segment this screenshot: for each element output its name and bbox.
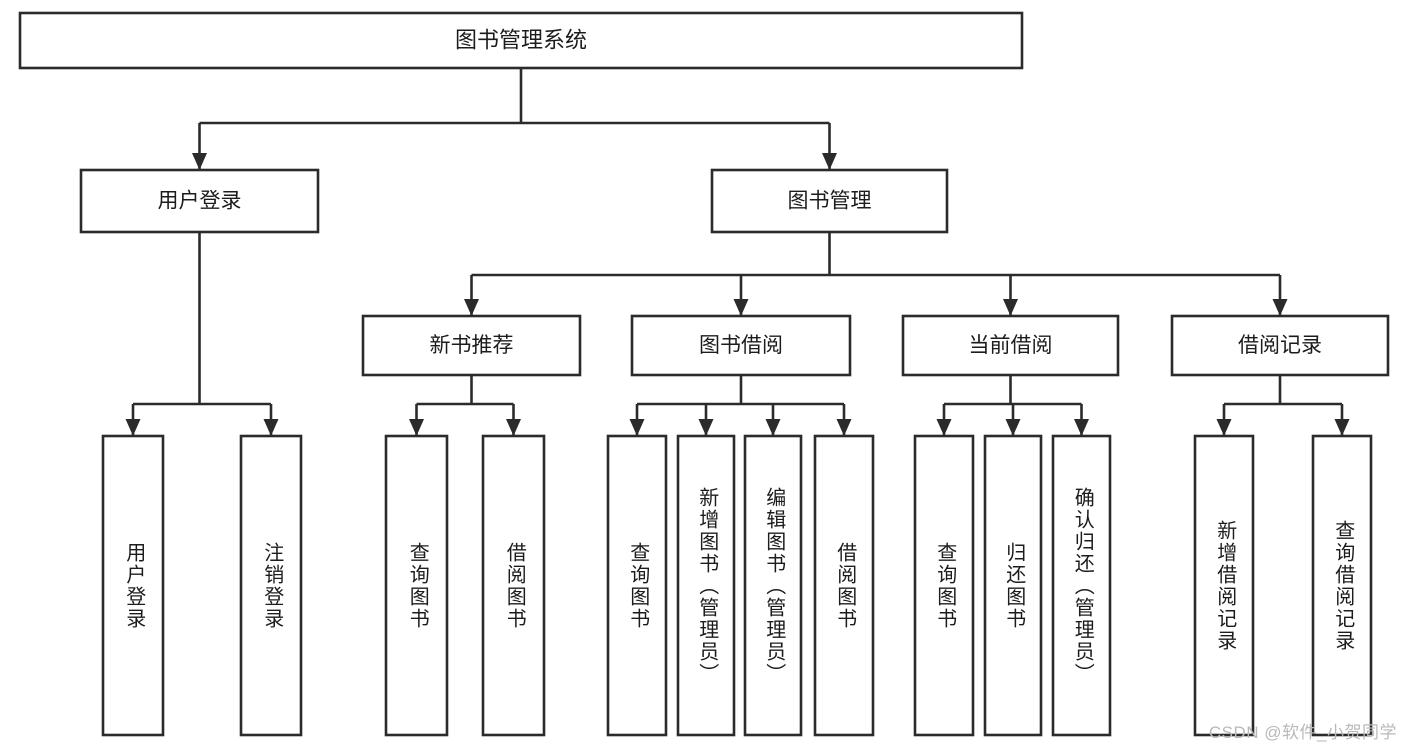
arrow-head-icon <box>733 299 749 316</box>
node-new-book-rec[interactable]: 新书推荐 <box>361 314 582 377</box>
node-box <box>384 434 449 737</box>
node-box <box>813 434 875 737</box>
node-box <box>630 314 852 377</box>
leaf-leaf-add-book[interactable] <box>676 434 736 737</box>
leaf-leaf-user-login[interactable] <box>101 434 165 737</box>
leaf-leaf-return-book[interactable] <box>983 434 1043 737</box>
csdn-watermark: CSDN @软件_小贺同学 <box>1208 723 1397 742</box>
node-borrow-record[interactable]: 借阅记录 <box>1170 314 1390 377</box>
arrow-head-icon <box>263 419 279 436</box>
arrow-head-icon <box>629 419 645 436</box>
node-current-borrow[interactable]: 当前借阅 <box>901 314 1120 377</box>
node-label: 当前借阅 <box>969 334 1053 357</box>
arrow-head-icon <box>1074 419 1089 436</box>
leaf-leaf-edit-book[interactable] <box>743 434 803 737</box>
node-box <box>1311 434 1373 737</box>
node-label: 新书推荐 <box>430 334 514 357</box>
leaf-leaf-confirm-return[interactable] <box>1051 434 1112 737</box>
node-box <box>1170 314 1390 377</box>
leaf-leaf-borrow-book-1[interactable] <box>481 434 546 737</box>
arrow-head-icon <box>1216 419 1232 436</box>
node-box <box>983 434 1043 737</box>
node-label: 借阅记录 <box>1238 334 1322 357</box>
node-label: 图书借阅 <box>699 334 783 357</box>
node-box <box>18 11 1024 70</box>
node-book-manage[interactable]: 图书管理 <box>710 168 949 234</box>
node-label: 图书管理 <box>788 190 872 213</box>
node-box <box>743 434 803 737</box>
node-box <box>1193 434 1255 737</box>
leaf-leaf-user-logout[interactable] <box>239 434 303 737</box>
arrow-head-icon <box>836 419 852 436</box>
arrow-head-icon <box>409 419 424 436</box>
arrow-head-icon <box>506 419 521 436</box>
arrow-head-icon <box>698 419 714 436</box>
arrow-head-icon <box>765 419 781 436</box>
node-box <box>606 434 668 737</box>
arrow-head-icon <box>125 419 141 436</box>
arrow-head-icon <box>1334 419 1350 436</box>
leaf-leaf-borrow-book-2[interactable] <box>813 434 875 737</box>
leaf-leaf-query-book-1[interactable] <box>384 434 449 737</box>
node-label: 图书管理系统 <box>455 27 587 52</box>
node-box <box>710 168 949 234</box>
node-box <box>239 434 303 737</box>
node-box <box>361 314 582 377</box>
node-box <box>481 434 546 737</box>
arrow-head-icon <box>1003 299 1018 316</box>
node-box <box>913 434 975 737</box>
arrow-head-icon <box>464 299 479 316</box>
edges-layer <box>125 68 1350 436</box>
arrow-head-icon <box>1005 419 1021 436</box>
node-box <box>79 168 320 234</box>
arrow-head-icon <box>822 153 837 170</box>
node-root[interactable]: 图书管理系统 <box>18 11 1024 70</box>
node-label: 用户登录 <box>158 190 242 213</box>
node-user-login[interactable]: 用户登录 <box>79 168 320 234</box>
node-box <box>101 434 165 737</box>
arrow-head-icon <box>192 153 207 170</box>
arrow-head-icon <box>1272 299 1288 316</box>
node-book-borrow[interactable]: 图书借阅 <box>630 314 852 377</box>
leaf-leaf-query-book-2[interactable] <box>606 434 668 737</box>
node-box <box>676 434 736 737</box>
arrow-head-icon <box>936 419 952 436</box>
node-box <box>901 314 1120 377</box>
leaf-leaf-add-record[interactable] <box>1193 434 1255 737</box>
leaf-leaf-query-record[interactable] <box>1311 434 1373 737</box>
node-box <box>1051 434 1112 737</box>
leaf-leaf-query-book-3[interactable] <box>913 434 975 737</box>
